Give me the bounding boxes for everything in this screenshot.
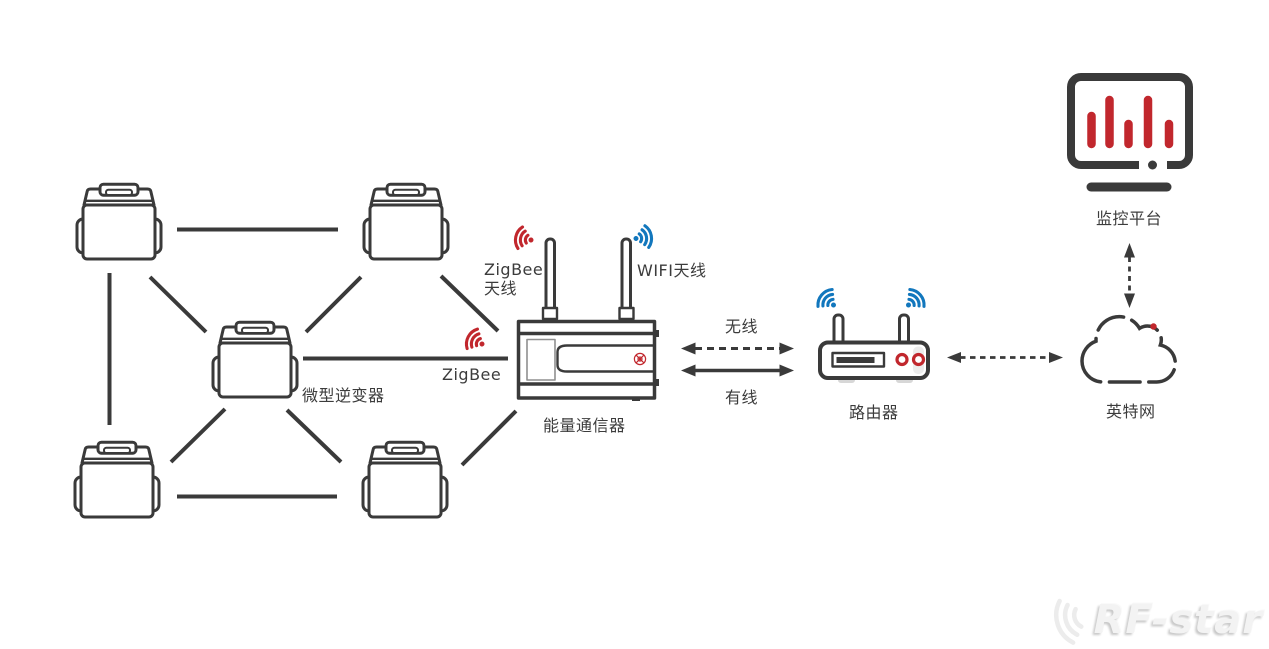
- wifi-signal-icon: [630, 223, 655, 252]
- router-icon: [818, 313, 930, 383]
- platform-link-arrow: [1124, 243, 1135, 308]
- wireless-link-arrow: [681, 342, 794, 355]
- monitoring-platform-label: 监控平台: [1096, 209, 1163, 228]
- router-wifi-right-icon: [897, 285, 930, 317]
- watermark-text: RF-star: [1093, 597, 1263, 643]
- wired-label: 有线: [725, 388, 759, 407]
- micro-inverter-label: 微型逆变器: [302, 386, 385, 405]
- wireless-label: 无线: [725, 317, 759, 336]
- router-port-light: [895, 352, 909, 367]
- wifi-antenna-mast: [620, 237, 632, 315]
- energy-communicator-icon: [516, 237, 659, 401]
- zigbee-signal-icon: [511, 224, 538, 253]
- link-topright-center: [304, 275, 363, 334]
- internet-cloud-icon: [1080, 314, 1178, 384]
- watermark: RF-star: [1038, 593, 1263, 647]
- micro-inverter-icon-bottomright: [361, 440, 449, 519]
- mesh-links: [107, 227, 518, 499]
- zigbee-link-label: ZigBee: [442, 365, 502, 384]
- zigbee-link-signal-icon: [461, 325, 491, 357]
- monitor-icon: [1067, 73, 1193, 192]
- zigbee-antenna-label: ZigBee 天线: [484, 260, 544, 298]
- zigbee-antenna-mast: [544, 237, 556, 315]
- router-label: 路由器: [849, 403, 899, 422]
- router-wifi-left-icon: [812, 285, 845, 317]
- rf-star-signal-icon: [1053, 598, 1084, 645]
- wifi-antenna-label: WIFI天线: [637, 261, 707, 280]
- micro-inverter-icon-topright: [362, 182, 450, 261]
- link-topleft-center: [148, 275, 208, 334]
- internet-label: 英特网: [1106, 402, 1156, 421]
- wired-link-arrow: [681, 364, 794, 377]
- link-topright-communicator: [439, 274, 500, 333]
- micro-inverter-icon-center: [211, 320, 299, 399]
- communicator-logo-stamp: [633, 352, 647, 366]
- micro-inverter-icon-topleft: [75, 182, 163, 261]
- energy-communicator-label: 能量通信器: [543, 416, 626, 435]
- bar-chart-icon: [1087, 95, 1174, 149]
- link-center-bottomright: [285, 408, 343, 464]
- link-center-bottomleft: [169, 407, 227, 464]
- cloud-red-dot: [1150, 323, 1157, 330]
- link-bottomright-communicator: [460, 409, 518, 467]
- internet-link-arrow: [947, 352, 1063, 363]
- micro-inverter-icon-bottomleft: [73, 440, 161, 519]
- router-port-light: [911, 352, 926, 367]
